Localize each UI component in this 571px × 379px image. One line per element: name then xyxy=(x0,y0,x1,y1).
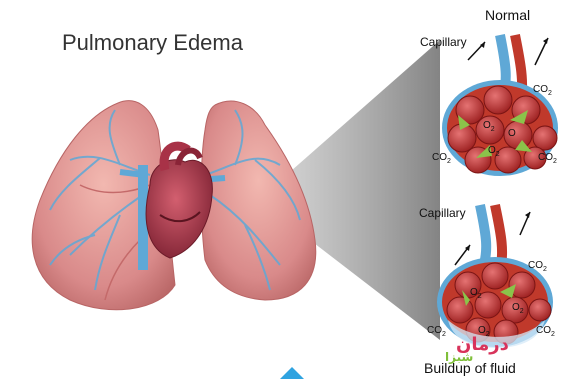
edema-co2-top-right: CO2 xyxy=(528,260,547,273)
watermark-logo-subtext: شبزا xyxy=(445,350,473,364)
normal-o2-center-left: O2 xyxy=(483,120,495,133)
diagram-title: Pulmonary Edema xyxy=(62,30,243,56)
normal-o2-center-right: O xyxy=(508,128,516,139)
edema-o2-right: O2 xyxy=(512,302,524,315)
normal-capillary-label: Capillary xyxy=(420,35,467,49)
edema-capillary-label: Capillary xyxy=(419,206,466,220)
normal-co2-bottom-right: CO2 xyxy=(538,152,557,165)
normal-o2-bottom: O2 xyxy=(488,145,500,158)
normal-label: Normal xyxy=(485,7,530,23)
right-lung xyxy=(201,101,316,300)
edema-co2-bottom-right: CO2 xyxy=(536,325,555,338)
edema-co2-bottom-left: CO2 xyxy=(427,325,446,338)
normal-co2-top-right: CO2 xyxy=(533,84,552,97)
normal-co2-bottom-left: CO2 xyxy=(432,152,451,165)
edema-o2-left: O2 xyxy=(470,287,482,300)
triangle-marker-icon xyxy=(280,367,304,379)
